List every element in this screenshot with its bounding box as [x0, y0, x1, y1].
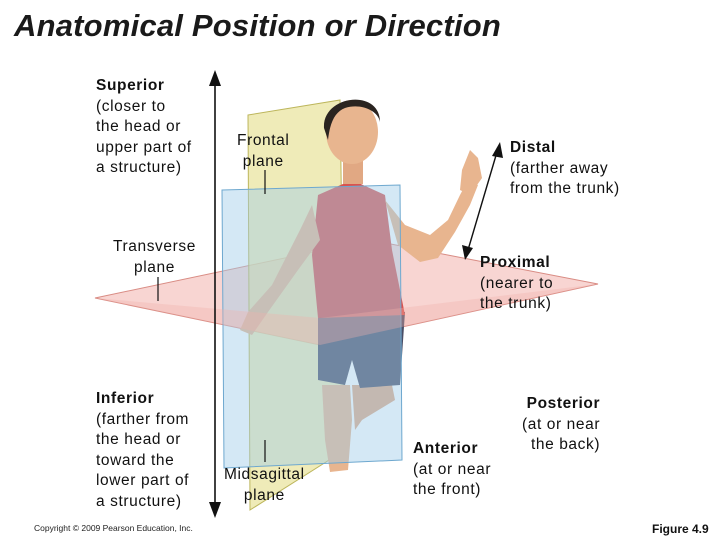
frontal-plane	[221, 184, 403, 469]
inferior-label: Inferior (farther from the head or towar…	[96, 390, 190, 510]
distal-label: Distal (farther away from the trunk)	[510, 139, 620, 197]
midsagittal-plane-label: Midsagittal plane	[224, 466, 305, 504]
superior-inferior-arrow	[209, 70, 221, 518]
posterior-label: Posterior (at or near the back)	[522, 395, 601, 453]
superior-label: Superior (closer to the head or upper pa…	[96, 77, 192, 176]
copyright-notice: Copyright © 2009 Pearson Education, Inc.	[34, 523, 193, 533]
proximal-label: Proximal (nearer to the trunk)	[480, 254, 554, 312]
anterior-label: Anterior (at or near the front)	[413, 440, 492, 498]
page-title: Anatomical Position or Direction	[14, 8, 501, 43]
transverse-plane-label: Transverse plane	[113, 238, 196, 276]
frontal-plane-label: Frontal plane	[237, 132, 290, 170]
figure-number: Figure 4.9	[652, 522, 709, 536]
human-figure	[240, 99, 482, 472]
distal-proximal-arrow	[462, 142, 503, 260]
